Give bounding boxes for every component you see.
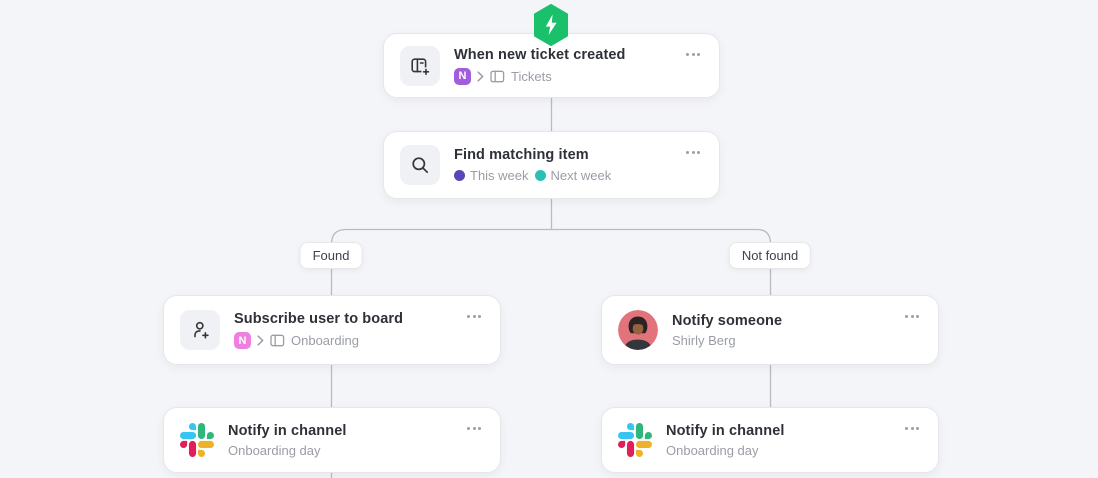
card-menu-button[interactable] xyxy=(901,423,923,434)
board-name: Onboarding xyxy=(291,333,359,348)
node-notify-someone[interactable]: Notify someone Shirly Berg xyxy=(601,295,939,365)
node-title: Notify someone xyxy=(672,312,783,329)
node-find-matching-item[interactable]: Find matching item This week Next week xyxy=(383,131,720,199)
card-menu-button[interactable] xyxy=(463,311,485,322)
node-notify-in-channel-right[interactable]: Notify in channel Onboarding day xyxy=(601,407,939,473)
trigger-hexagon-badge xyxy=(532,4,570,51)
board-icon xyxy=(490,70,505,82)
lightning-icon xyxy=(534,4,568,46)
node-title: When new ticket created xyxy=(454,46,626,63)
branch-label-not-found: Not found xyxy=(728,242,812,269)
status-values: This week Next week xyxy=(454,168,611,183)
node-title: Notify in channel xyxy=(228,422,347,439)
node-notify-in-channel-left[interactable]: Notify in channel Onboarding day xyxy=(163,407,501,473)
status-this-week: This week xyxy=(454,168,529,183)
board-icon xyxy=(270,334,285,347)
person-name: Shirly Berg xyxy=(672,332,736,348)
channel-name: Onboarding day xyxy=(666,442,759,458)
new-item-icon xyxy=(400,45,440,86)
branch-label-found: Found xyxy=(299,242,363,269)
node-title: Notify in channel xyxy=(666,422,785,439)
status-next-week: Next week xyxy=(534,168,611,183)
card-menu-button[interactable] xyxy=(682,49,704,60)
channel-name: Onboarding day xyxy=(228,442,321,458)
card-menu-button[interactable] xyxy=(901,311,923,322)
status-dot-teal xyxy=(534,170,546,181)
card-menu-button[interactable] xyxy=(682,147,704,158)
board-name: Tickets xyxy=(511,68,552,84)
node-title: Subscribe user to board xyxy=(234,311,404,327)
chevron-right-icon xyxy=(477,70,484,82)
chevron-right-icon xyxy=(257,335,264,346)
status-dot-purple xyxy=(454,170,465,181)
search-icon xyxy=(400,145,440,185)
person-plus-icon xyxy=(180,310,220,350)
slack-icon xyxy=(618,423,652,457)
node-subscribe-user-to-board[interactable]: Subscribe user to board N Onboarding xyxy=(163,295,501,365)
slack-icon xyxy=(180,423,214,457)
board-breadcrumb: N Onboarding xyxy=(234,332,403,349)
workspace-badge: N xyxy=(454,67,471,85)
avatar xyxy=(618,310,658,350)
card-menu-button[interactable] xyxy=(463,423,485,434)
workspace-badge: N xyxy=(234,332,251,349)
node-title: Find matching item xyxy=(454,147,589,163)
board-breadcrumb: N Tickets xyxy=(454,67,626,85)
